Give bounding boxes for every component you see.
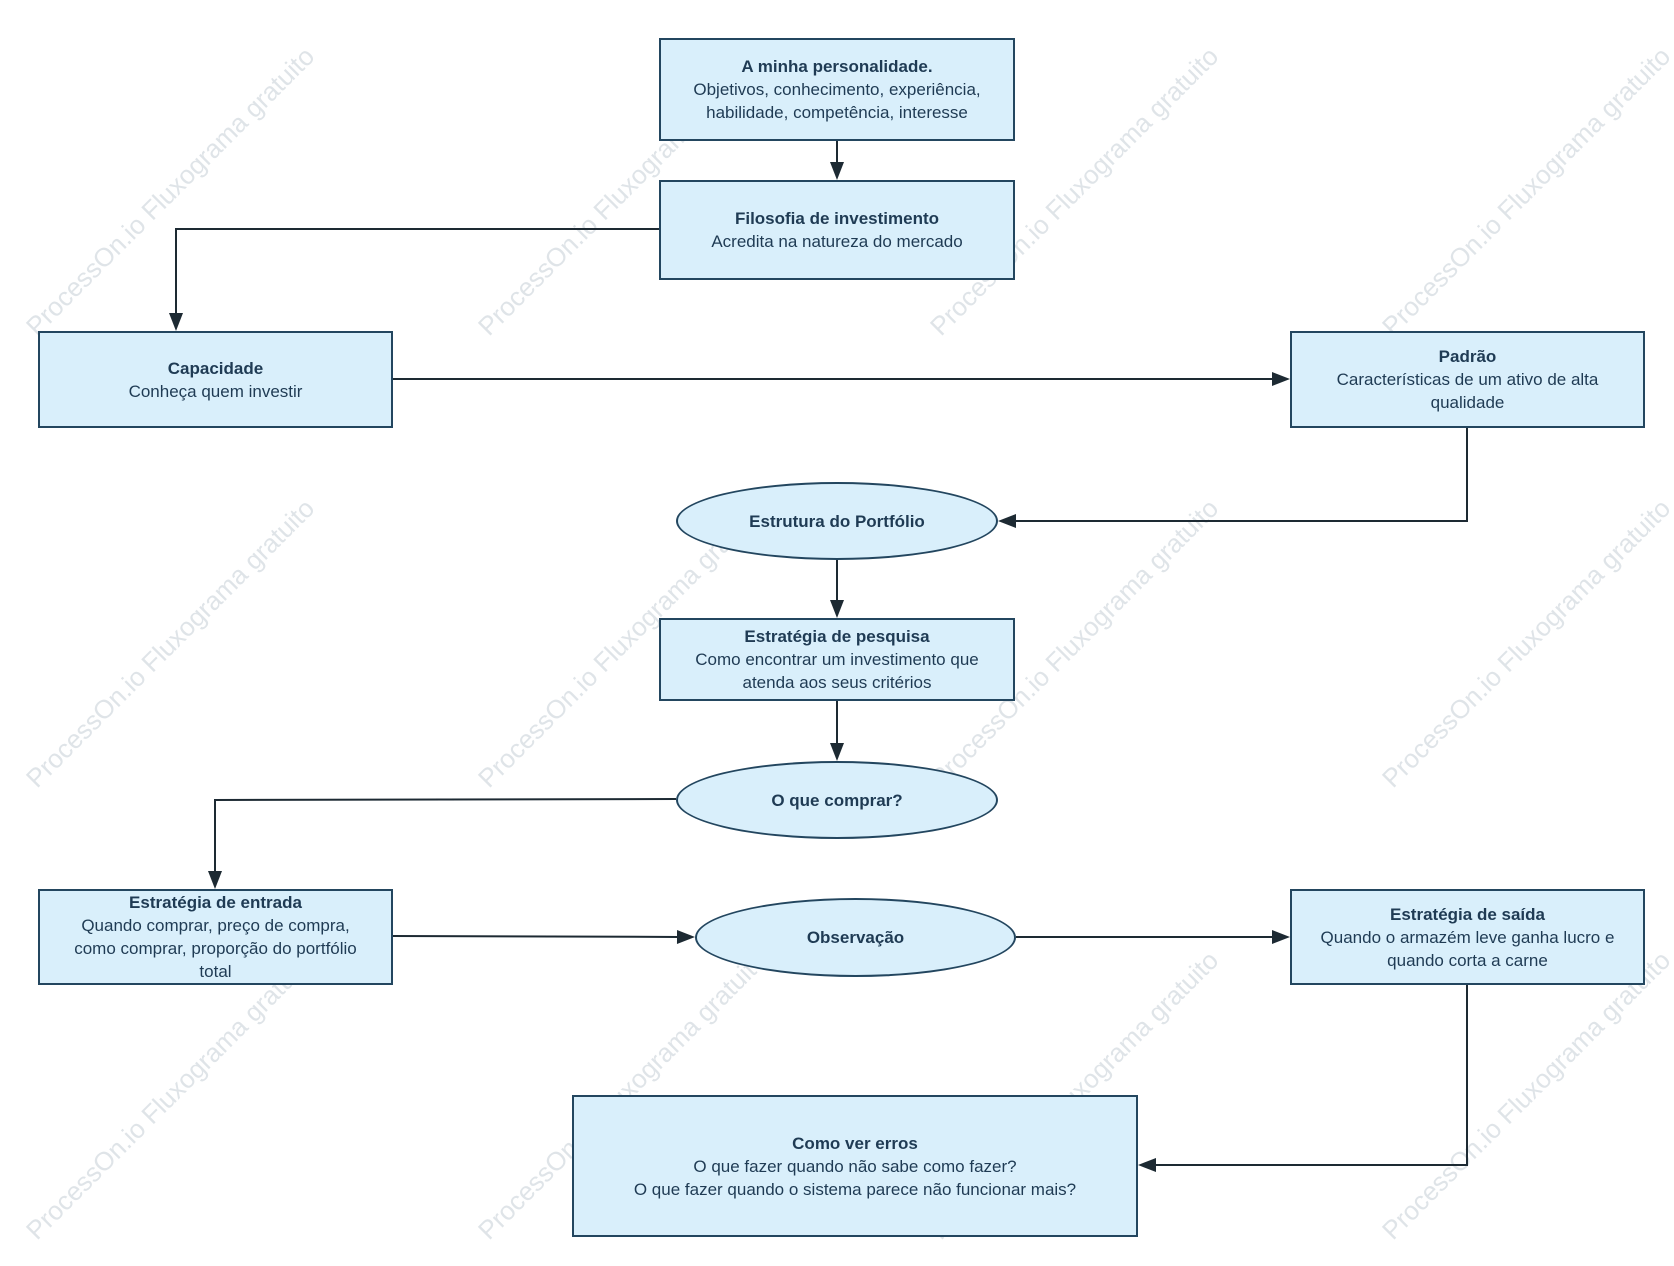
node-erros[interactable]: Como ver erros O que fazer quando não sa… [572,1095,1138,1237]
node-line: Conheça quem investir [128,381,303,401]
node-saida[interactable]: Estratégia de saída Quando o armazém lev… [1290,889,1645,985]
node-comprar[interactable]: O que comprar? [676,761,998,839]
node-observacao[interactable]: Observação [695,898,1016,977]
node-line: O que fazer quando não sabe como fazer? [693,1156,1017,1176]
node-title: Capacidade [167,358,264,378]
node-estrutura[interactable]: Estrutura do Portfólio [676,482,998,560]
node-line: Objetivos, conhecimento, experiência, [693,80,981,99]
node-title: Filosofia de investimento [734,209,940,228]
node-title: Observação [806,928,905,947]
node-line: como comprar, proporção do portfólio [74,939,357,958]
node-personalidade[interactable]: A minha personalidade. Objetivos, conhec… [659,38,1015,141]
arrowhead [998,514,1016,528]
arrowhead [1138,1158,1156,1172]
node-line: qualidade [1430,393,1505,412]
node-line: O que fazer quando o sistema parece não … [633,1179,1077,1199]
node-pesquisa[interactable]: Estratégia de pesquisa Como encontrar um… [659,618,1015,701]
connector-entrada-to-observacao [392,935,680,938]
node-line: habilidade, competência, interesse [706,103,968,122]
node-line: Quando comprar, preço de compra, [81,916,350,935]
node-title: A minha personalidade. [741,57,933,76]
arrowhead [676,929,695,944]
arrowhead [1272,930,1290,944]
node-title: Estratégia de saída [1390,904,1545,924]
node-title: Estrutura do Portfólio [749,511,925,531]
connector-comprar-to-entrada [214,798,677,873]
node-line: Como encontrar um investimento que [695,650,979,669]
arrowhead [830,162,844,180]
arrowhead [830,600,844,618]
node-padrao[interactable]: Padrão Características de um ativo de al… [1290,331,1645,428]
node-line: quando corta a carne [1387,950,1548,970]
node-line: Características de um ativo de alta [1336,370,1599,389]
connector-padrao-to-estrutura [1014,428,1468,522]
node-line: atenda aos seus critérios [742,673,932,692]
arrowhead [208,871,222,889]
node-capacidade[interactable]: Capacidade Conheça quem investir [38,331,393,428]
node-title: Como ver erros [792,1133,918,1153]
connector-filosofia-to-capacidade [175,228,659,315]
node-entrada[interactable]: Estratégia de entrada Quando comprar, pr… [38,889,393,985]
arrowhead [169,313,183,331]
node-line: total [199,962,232,981]
node-title: O que comprar? [771,790,903,810]
arrowhead [1272,372,1290,386]
node-title: Estratégia de pesquisa [744,627,930,646]
connector-saida-to-erros [1154,985,1468,1166]
node-filosofia[interactable]: Filosofia de investimento Acredita na na… [659,180,1015,280]
node-title: Padrão [1438,347,1497,366]
arrowhead [830,743,844,761]
node-line: Quando o armazém leve ganha lucro e [1320,927,1615,947]
node-title: Estratégia de entrada [129,893,302,912]
node-line: Acredita na natureza do mercado [711,232,963,251]
